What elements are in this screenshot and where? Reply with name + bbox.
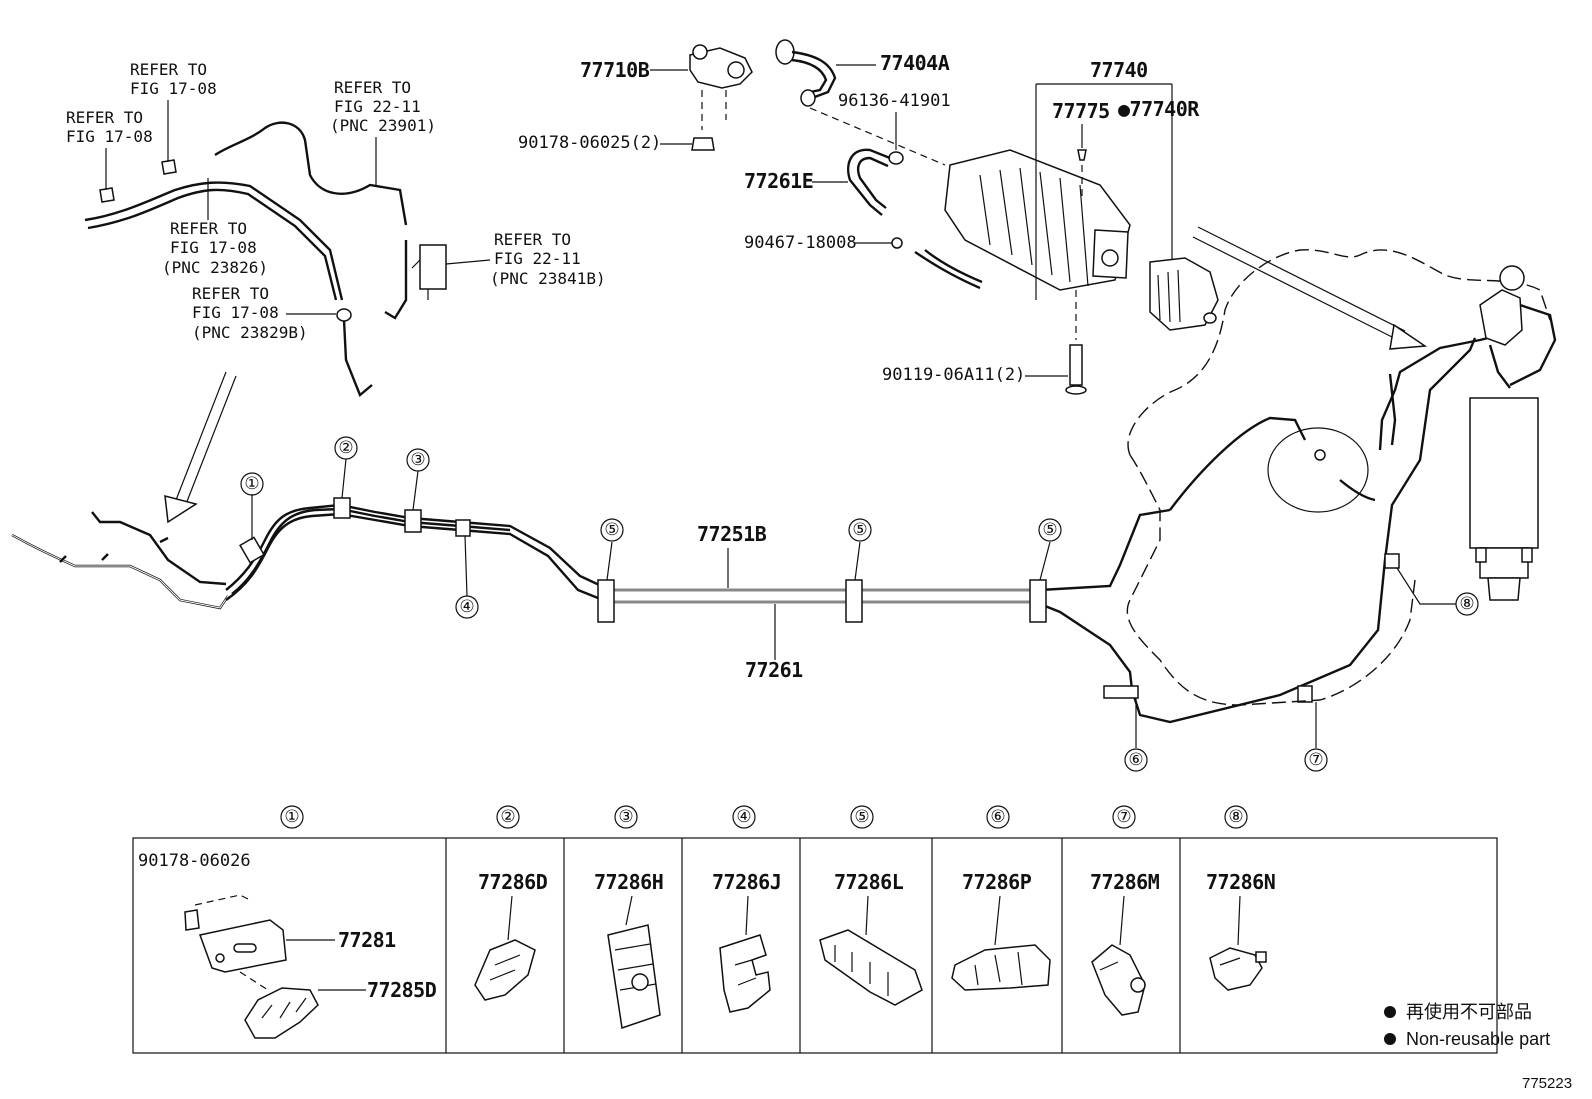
callout-3: ③ <box>410 450 425 470</box>
part-label-77281: 77281 <box>338 928 396 952</box>
ref-label: REFER TO <box>192 284 269 303</box>
table-callout-7: ⑦ <box>1116 807 1131 827</box>
main-line-labels: 77251B 77261 <box>697 522 804 682</box>
part-label-77740: 77740 <box>1090 58 1148 82</box>
non-reusable-bullet-icon <box>1384 1033 1396 1045</box>
ref-label: (PNC 23901) <box>330 116 436 135</box>
ref-label: REFER TO <box>494 230 571 249</box>
callout-8: ⑧ <box>1459 594 1474 614</box>
ref-label: REFER TO <box>334 78 411 97</box>
callout-5: ⑤ <box>1042 520 1057 540</box>
part-label-77404A: 77404A <box>880 51 950 75</box>
ref-label: (PNC 23841B) <box>490 269 606 288</box>
part-label-77775: 77775 <box>1052 99 1110 123</box>
table-callout-4: ④ <box>736 807 751 827</box>
table-callout-3: ③ <box>618 807 633 827</box>
part-label-77286P: 77286P <box>962 870 1032 894</box>
part-label-90178-06025: 90178-06025(2) <box>518 133 661 153</box>
part-label-77251B: 77251B <box>697 522 767 546</box>
part-label-77286H: 77286H <box>594 870 663 894</box>
callout-7: ⑦ <box>1308 750 1323 770</box>
part-label-77286L: 77286L <box>834 870 904 894</box>
part-label-90178-06026: 90178-06026 <box>138 851 251 871</box>
table-callout-1: ① <box>284 807 299 827</box>
reference-labels: REFER TO FIG 17-08 REFER TO FIG 17-08 RE… <box>66 60 606 342</box>
part-label-90119-06A11: 90119-06A11(2) <box>882 365 1025 385</box>
part-label-77261E: 77261E <box>744 169 813 193</box>
callout-5: ⑤ <box>604 520 619 540</box>
ref-label: (PNC 23829B) <box>192 323 308 342</box>
part-label-77286D: 77286D <box>478 870 548 894</box>
table-callout-5: ⑤ <box>854 807 869 827</box>
part-label-77261: 77261 <box>745 658 803 682</box>
table-callout-6: ⑥ <box>990 807 1005 827</box>
clamp-table: ① ② ③ ④ ⑤ ⑥ ⑦ ⑧ 90178-06026 77281 77285D… <box>132 805 1498 1054</box>
part-label-90467-18008: 90467-18008 <box>744 233 857 253</box>
valve-and-canister-group: 77710B 90178-06025(2) 77404A 96136-41901… <box>518 39 1219 395</box>
callout-4: ④ <box>459 597 474 617</box>
callout-6: ⑥ <box>1128 750 1143 770</box>
ref-label: REFER TO <box>170 219 247 238</box>
legend-english: Non-reusable part <box>1406 1029 1550 1049</box>
callout-5: ⑤ <box>852 520 867 540</box>
ref-label: REFER TO <box>66 108 143 127</box>
part-label-77740R: ●77740R <box>1118 97 1200 121</box>
part-label-77286N: 77286N <box>1206 870 1275 894</box>
ref-label: FIG 22-11 <box>334 97 421 116</box>
table-callout-8: ⑧ <box>1228 807 1243 827</box>
part-label-77285D: 77285D <box>367 978 437 1002</box>
upper-left-hose-group <box>84 121 447 397</box>
ref-label: FIG 17-08 <box>66 127 153 146</box>
table-callout-2: ② <box>500 807 515 827</box>
legend: 再使用不可部品 Non-reusable part <box>1384 1002 1550 1049</box>
callouts: ① ② ③ ④ ⑤ ⑤ ⑤ ⑥ ⑦ ⑧ <box>240 436 1479 772</box>
callout-2: ② <box>338 438 353 458</box>
part-label-96136-41901: 96136-41901 <box>838 91 951 111</box>
callout-1: ① <box>244 474 259 494</box>
ref-label: (PNC 23826) <box>162 258 268 277</box>
ref-label: FIG 17-08 <box>170 238 257 257</box>
part-label-77286J: 77286J <box>712 870 781 894</box>
main-fuel-lines <box>11 249 1557 724</box>
ref-label: FIG 22-11 <box>494 249 581 268</box>
ref-label: FIG 17-08 <box>192 303 279 322</box>
direction-arrows <box>164 226 1428 524</box>
figure-number: 775223 <box>1522 1075 1572 1092</box>
part-label-77286M: 77286M <box>1090 870 1160 894</box>
ref-label: FIG 17-08 <box>130 79 217 98</box>
ref-label: REFER TO <box>130 60 207 79</box>
non-reusable-bullet-icon <box>1384 1006 1396 1018</box>
legend-japanese: 再使用不可部品 <box>1406 1002 1532 1022</box>
part-label-77710B: 77710B <box>580 58 650 82</box>
